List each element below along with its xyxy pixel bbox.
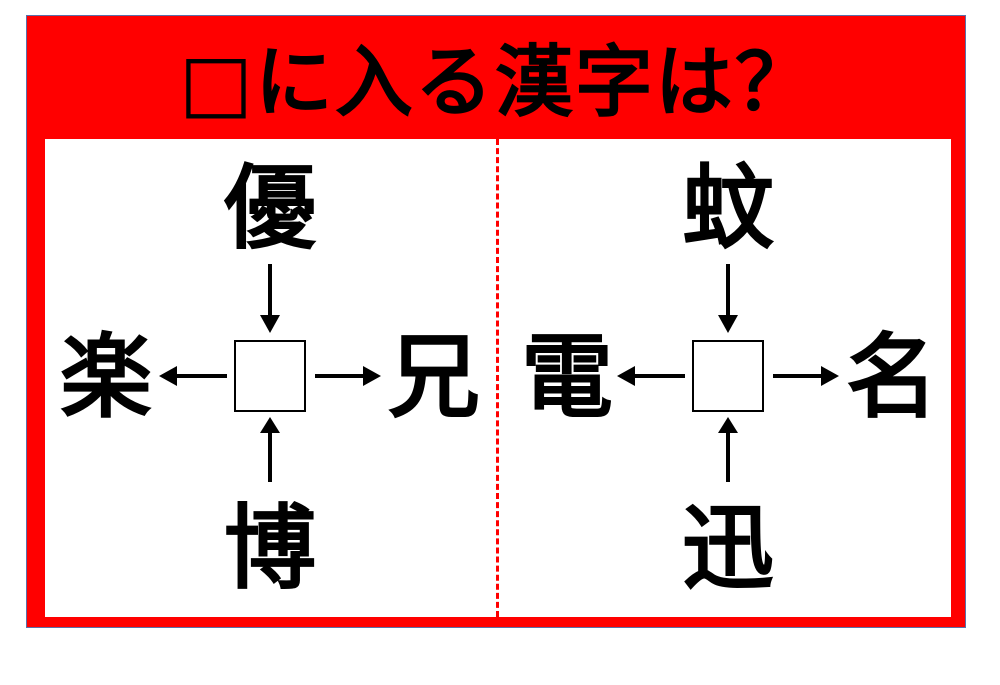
kanji-left: 電 xyxy=(520,324,613,431)
kanji-bottom: 迅 xyxy=(681,495,774,602)
arrows-icon xyxy=(617,264,839,482)
kanji-top: 優 xyxy=(223,155,316,262)
kanji-right: 名 xyxy=(845,324,938,431)
kanji-left: 楽 xyxy=(59,324,152,431)
arrows-icon xyxy=(159,264,381,482)
kanji-right: 兄 xyxy=(387,324,480,431)
blank-box xyxy=(234,340,306,412)
quiz-title: □に入る漢字は？ xyxy=(179,38,815,128)
kanji-bottom: 博 xyxy=(223,495,316,602)
dashed-divider xyxy=(496,139,499,617)
kanji-top: 蚊 xyxy=(681,155,774,262)
puzzle-panel: 優 楽 兄 博 蚊 電 名 迅 xyxy=(45,139,951,617)
blank-box xyxy=(692,340,764,412)
